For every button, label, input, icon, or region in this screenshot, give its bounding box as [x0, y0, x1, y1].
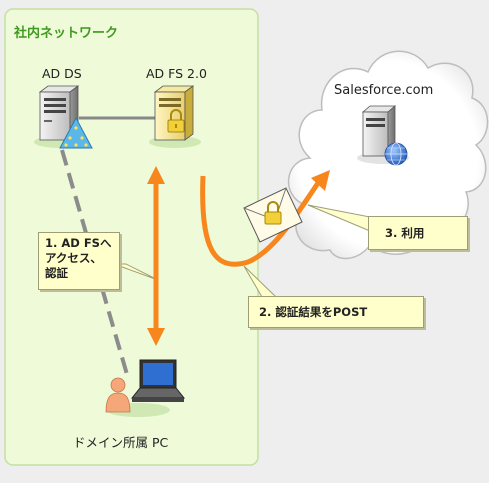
network-title: 社内ネットワーク — [14, 26, 119, 41]
auth-double-arrow — [147, 166, 165, 346]
user-icon — [105, 377, 170, 417]
step2-text: 2. 認証結果をPOST — [259, 305, 368, 319]
laptop-icon — [130, 359, 186, 402]
step3-text: 3. 利用 — [385, 226, 425, 240]
step2-callout: 2. 認証結果をPOST — [248, 296, 424, 328]
salesforce-label: Salesforce.com — [334, 83, 434, 98]
ad-ds-label: AD DS — [42, 66, 82, 81]
ad-fs-server-icon — [149, 85, 201, 148]
step1-callout: 1. AD FSへ アクセス、 認証 — [38, 232, 120, 290]
ad-fs-label: AD FS 2.0 — [146, 66, 207, 81]
step3-callout: 3. 利用 — [368, 216, 468, 250]
envelope-icon — [243, 187, 303, 243]
step1-line1: 1. AD FSへ — [45, 236, 112, 250]
step1-callout-pointer — [113, 263, 159, 281]
step1-line3: 認証 — [45, 266, 68, 280]
globe-icon — [384, 142, 408, 166]
lock-icon — [167, 109, 185, 133]
ad-ds-server-icon — [34, 85, 86, 148]
ad-ds-pc-dashed-line — [60, 149, 130, 379]
step1-line2: アクセス、 — [45, 251, 102, 265]
client-pc-label: ドメイン所属 PC — [73, 435, 169, 450]
directory-pyramid-icon — [59, 116, 93, 149]
